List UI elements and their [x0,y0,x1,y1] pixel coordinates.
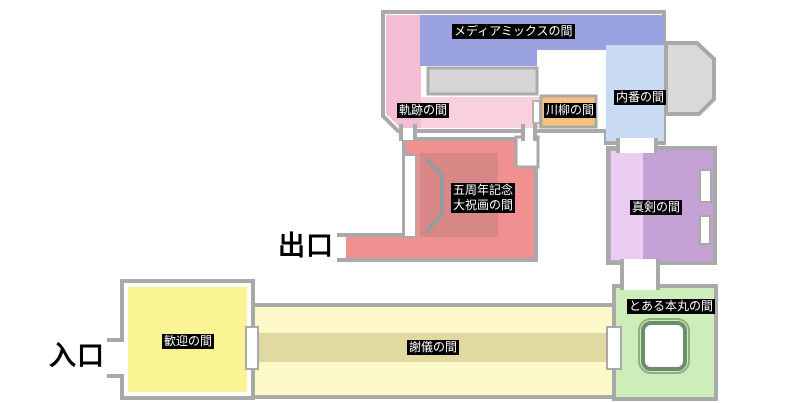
corridor-wall [654,138,658,153]
door-shagi-honmaru [606,326,622,370]
corridor-wall [620,259,624,290]
label-shinken: 真剣の間 [630,200,683,215]
honmaru-frame-inner [641,321,687,371]
label-senryu: 川柳の間 [544,103,597,118]
annex-heptagon-shape [664,41,716,116]
exit-corridor-wall-top [337,233,407,237]
corridor-wall [399,124,403,141]
label-shagi: 謝儀の間 [407,340,460,355]
label-mediamix: メディアミックスの間 [452,24,575,39]
label-kiseki: 軌跡の間 [397,103,450,118]
honmaru-frame-outer [638,318,690,374]
entrance-label: 入口 [49,341,105,372]
exit-corridor-shape [346,237,406,258]
label-kangei: 歓迎の間 [162,334,215,349]
label-uchiban: 内番の間 [614,90,667,105]
label-aru-honmaru: とある本丸の間 [627,299,716,314]
exit-corridor-wall-bottom [337,258,407,262]
corridor-shinken-honmaru [624,259,656,290]
exit-label: 出口 [278,231,334,262]
shinken-door-upper [699,169,712,203]
shinken-door-lower [699,215,711,245]
door-kangei-shagi [245,326,259,370]
corridor-opening-right [525,128,533,140]
corridor-opening-left [403,128,413,140]
room-kiseki-shape [386,15,421,128]
goshuunen-notch [514,135,540,169]
entrance-wall-stub [107,374,124,378]
entrance-opening [119,342,126,375]
label-goshuunen: 五周年記念 大祝画の間 [451,183,516,213]
gray-band-shape [426,66,539,96]
goshuunen-left-passage [403,154,417,238]
corridor-wall [656,259,660,290]
corridor-wall [521,124,525,141]
door-kiseki-senryu [532,100,541,124]
corridor-wall [533,124,537,141]
corridor-uchiban-shinken [620,138,654,153]
corridor-wall [616,138,620,153]
entrance-wall-stub [107,338,124,342]
corridor-wall [413,124,417,141]
display-bracket-line [425,158,444,233]
